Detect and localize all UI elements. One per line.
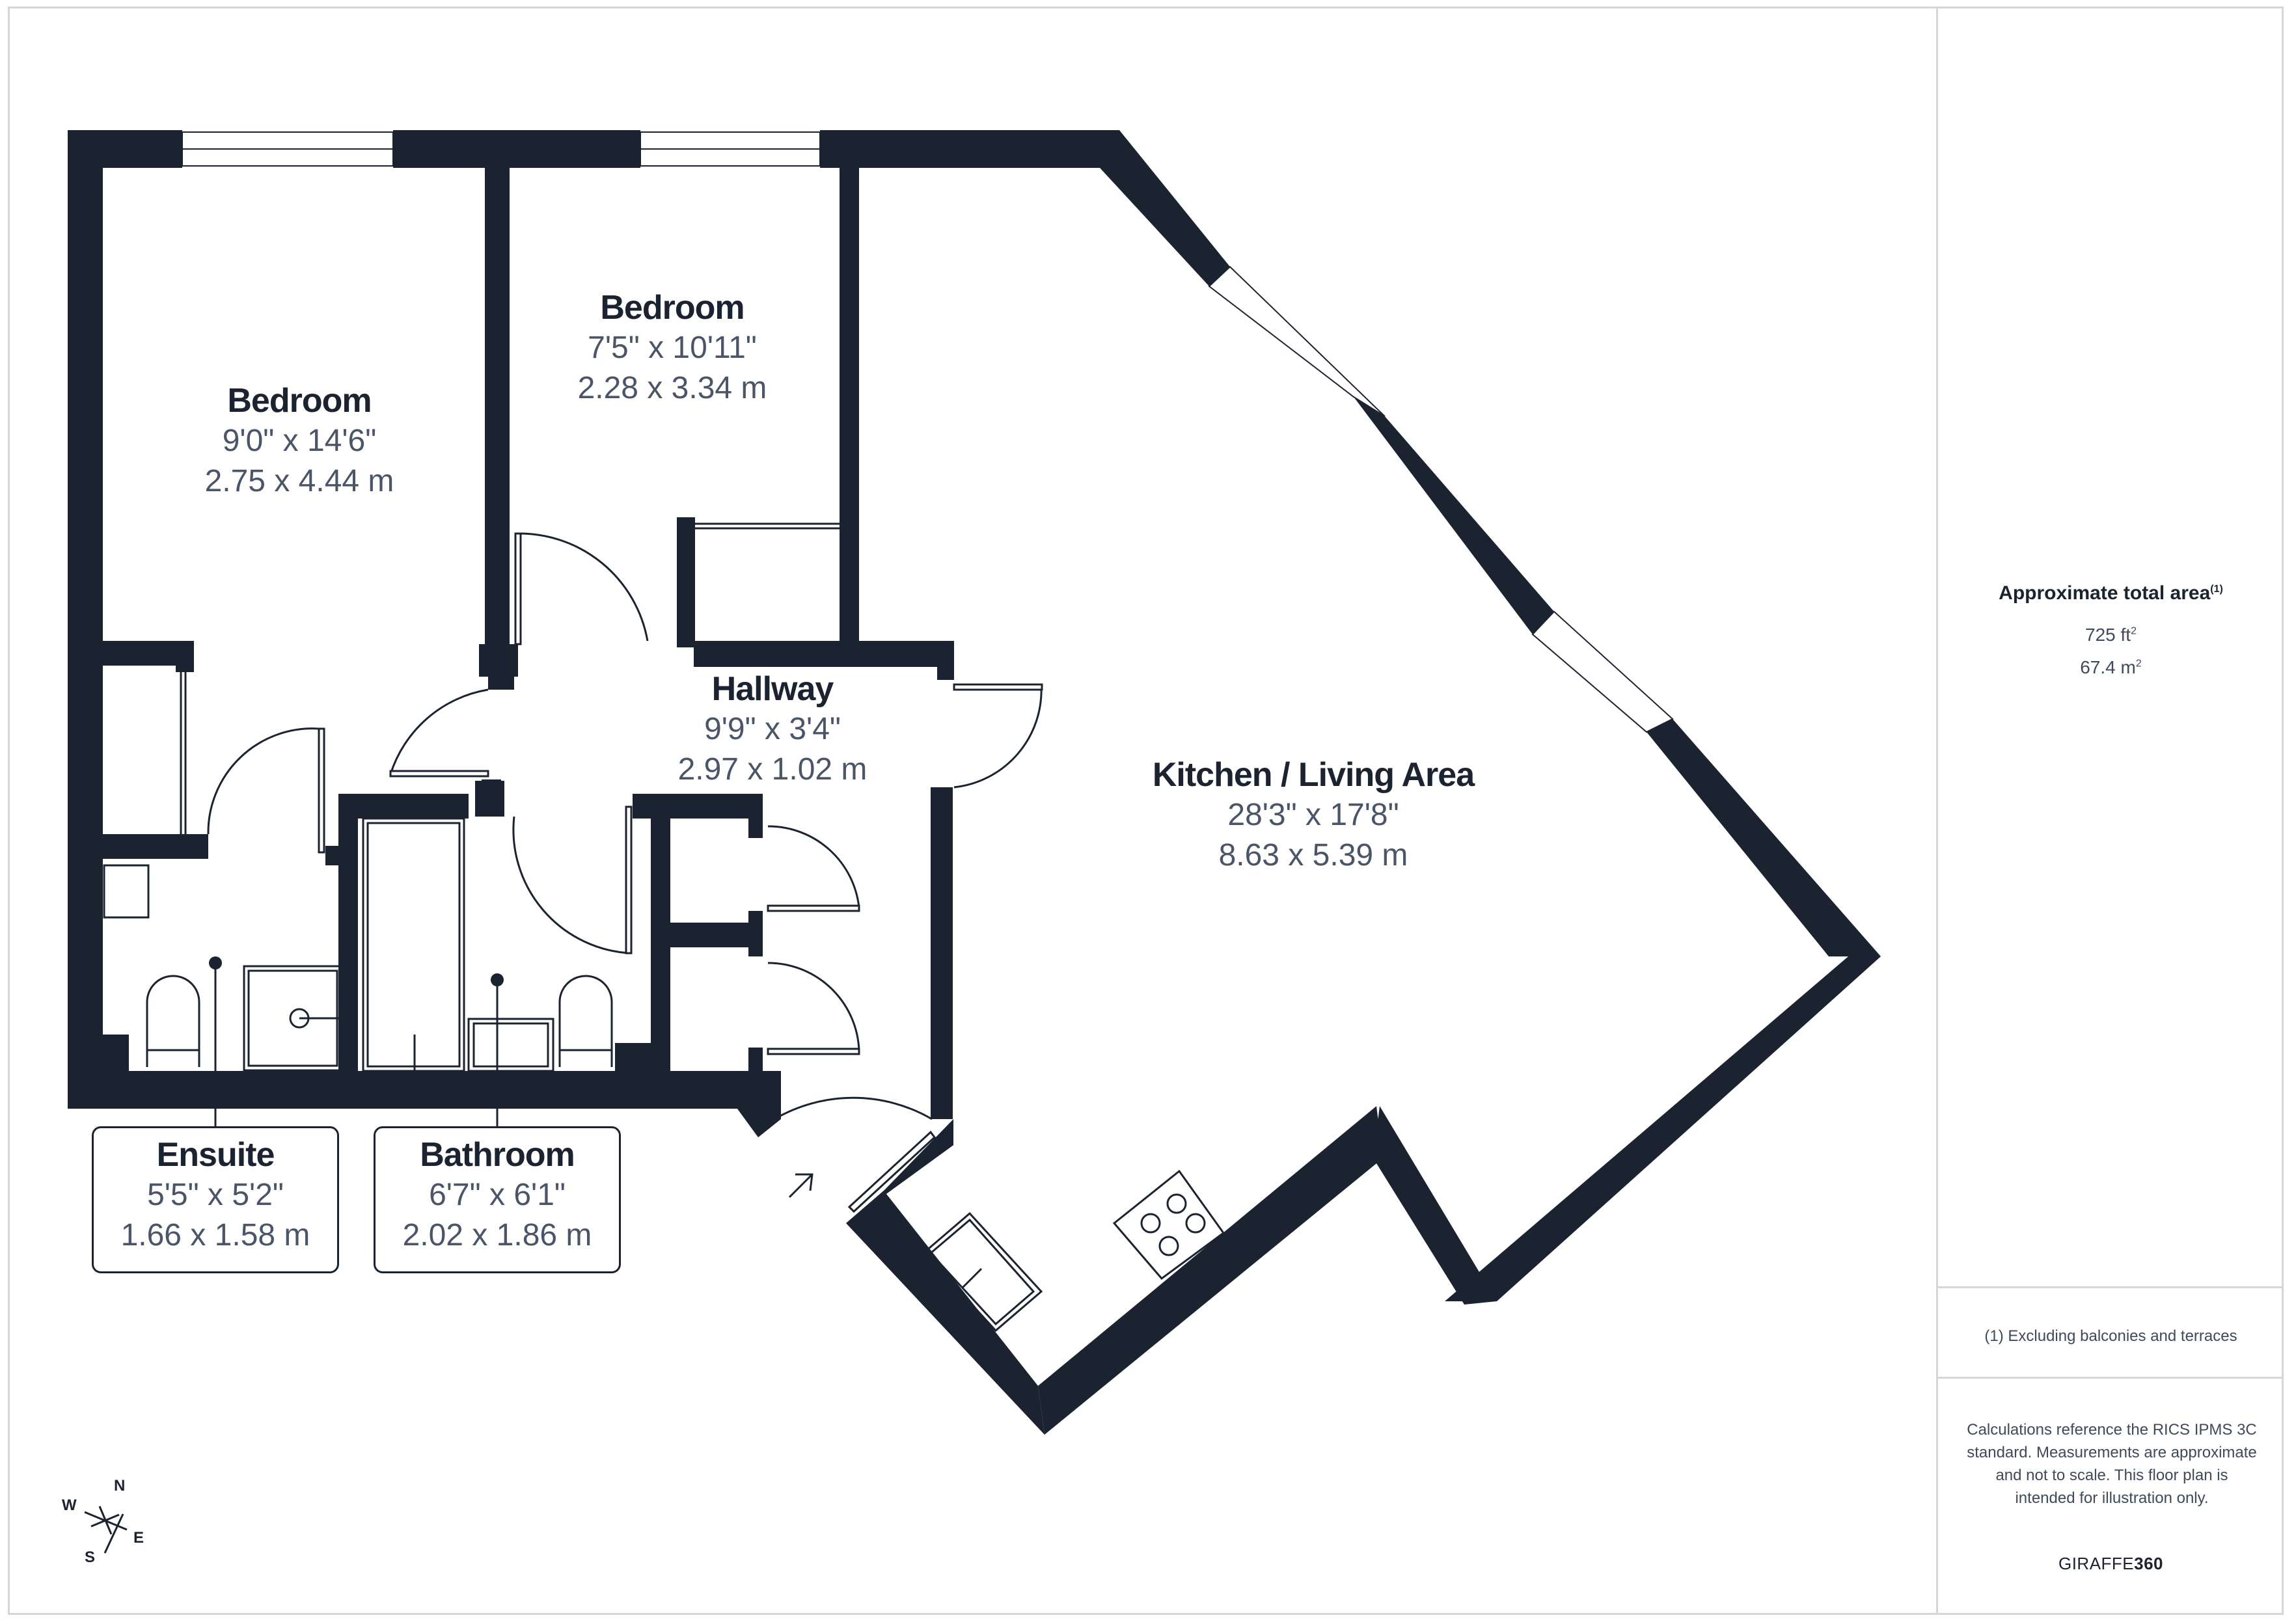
windows [182, 131, 1674, 733]
room-dimensions-metric: 2.75 x 4.44 m [204, 464, 394, 498]
brand-logo: GIRAFFE360 [1938, 1554, 2284, 1574]
disclaimer-text: Calculations reference the RICS IPMS 3C … [1967, 1421, 2257, 1507]
info-sidebar: Approximate total area(1) 725 ft2 67.4 m… [1936, 7, 2284, 1615]
footnote-mark: (1) [2210, 584, 2223, 595]
compass-north: N [114, 1477, 126, 1495]
doors [180, 522, 1043, 1213]
compass-icon [84, 1506, 128, 1554]
room-dimensions-metric: 8.63 x 5.39 m [1218, 838, 1408, 873]
room-name: Kitchen / Living Area [1152, 756, 1475, 794]
room-dimensions-imperial: 28'3" x 17'8" [1227, 798, 1399, 832]
room-name: Bedroom [600, 289, 745, 327]
room-hallway: Hallway 9'9" x 3'4" 2.97 x 1.02 m [678, 669, 868, 790]
area-sqm-value: 67.4 m [2080, 657, 2136, 677]
area-sqm-sup: 2 [2135, 658, 2142, 670]
room-dimensions-metric: 1.66 x 1.58 m [120, 1218, 310, 1252]
page-frame [8, 7, 2284, 1615]
total-area-sqft: 725 ft2 [1938, 625, 2284, 645]
area-sqft-value: 725 ft [2085, 625, 2131, 645]
area-footnote: (1) Excluding balconies and terraces [1984, 1327, 2237, 1345]
room-dimensions-metric: 2.97 x 1.02 m [677, 752, 868, 787]
compass-south: S [85, 1549, 96, 1566]
room-card-ensuite: Ensuite 5'5" x 5'2" 1.66 x 1.58 m [92, 1126, 339, 1273]
room-dimensions-imperial: 6'7" x 6'1" [429, 1178, 566, 1212]
area-sqft-sup: 2 [2131, 625, 2137, 637]
room-name: Hallway [711, 670, 834, 708]
fixtures [103, 817, 1225, 1333]
room-name: Ensuite [156, 1136, 275, 1174]
compass-east: E [133, 1529, 144, 1547]
room-bedroom-1: Bedroom 9'0" x 14'6" 2.75 x 4.44 m [205, 381, 394, 502]
room-dimensions-metric: 2.28 x 3.34 m [577, 371, 767, 405]
room-card-bathroom: Bathroom 6'7" x 6'1" 2.02 x 1.86 m [374, 1126, 621, 1273]
walls [68, 130, 1881, 1435]
sidebar-divider [1938, 1377, 2284, 1379]
sidebar-divider [1938, 1286, 2284, 1288]
room-kitchen-living: Kitchen / Living Area 28'3" x 17'8" 8.63… [1152, 755, 1475, 876]
total-area-title: Approximate total area [1999, 582, 2211, 604]
room-dimensions-imperial: 9'9" x 3'4" [704, 712, 841, 746]
room-name: Bedroom [227, 382, 372, 420]
room-dimensions-imperial: 9'0" x 14'6" [222, 424, 377, 458]
room-dimensions-imperial: 7'5" x 10'11" [588, 331, 757, 365]
room-dimensions-metric: 2.02 x 1.86 m [402, 1218, 592, 1252]
floor-plan: N W E S Bedroom 9'0" x 14'6" 2.75 x 4.44… [62, 130, 1881, 1566]
floor-plan-drawing [68, 130, 1881, 1554]
brand-name-light: GIRAFFE [2058, 1554, 2135, 1573]
total-area-sqm: 67.4 m2 [1938, 657, 2284, 678]
compass-west: W [62, 1496, 77, 1514]
fixture-dots [209, 956, 504, 986]
total-area-heading: Approximate total area(1) [1938, 582, 2284, 604]
room-name: Bathroom [420, 1136, 575, 1174]
brand-name-bold: 360 [2134, 1554, 2164, 1573]
room-dimensions-imperial: 5'5" x 5'2" [147, 1178, 284, 1212]
leader-lines [214, 1109, 499, 1127]
room-bedroom-2: Bedroom 7'5" x 10'11" 2.28 x 3.34 m [578, 288, 767, 409]
